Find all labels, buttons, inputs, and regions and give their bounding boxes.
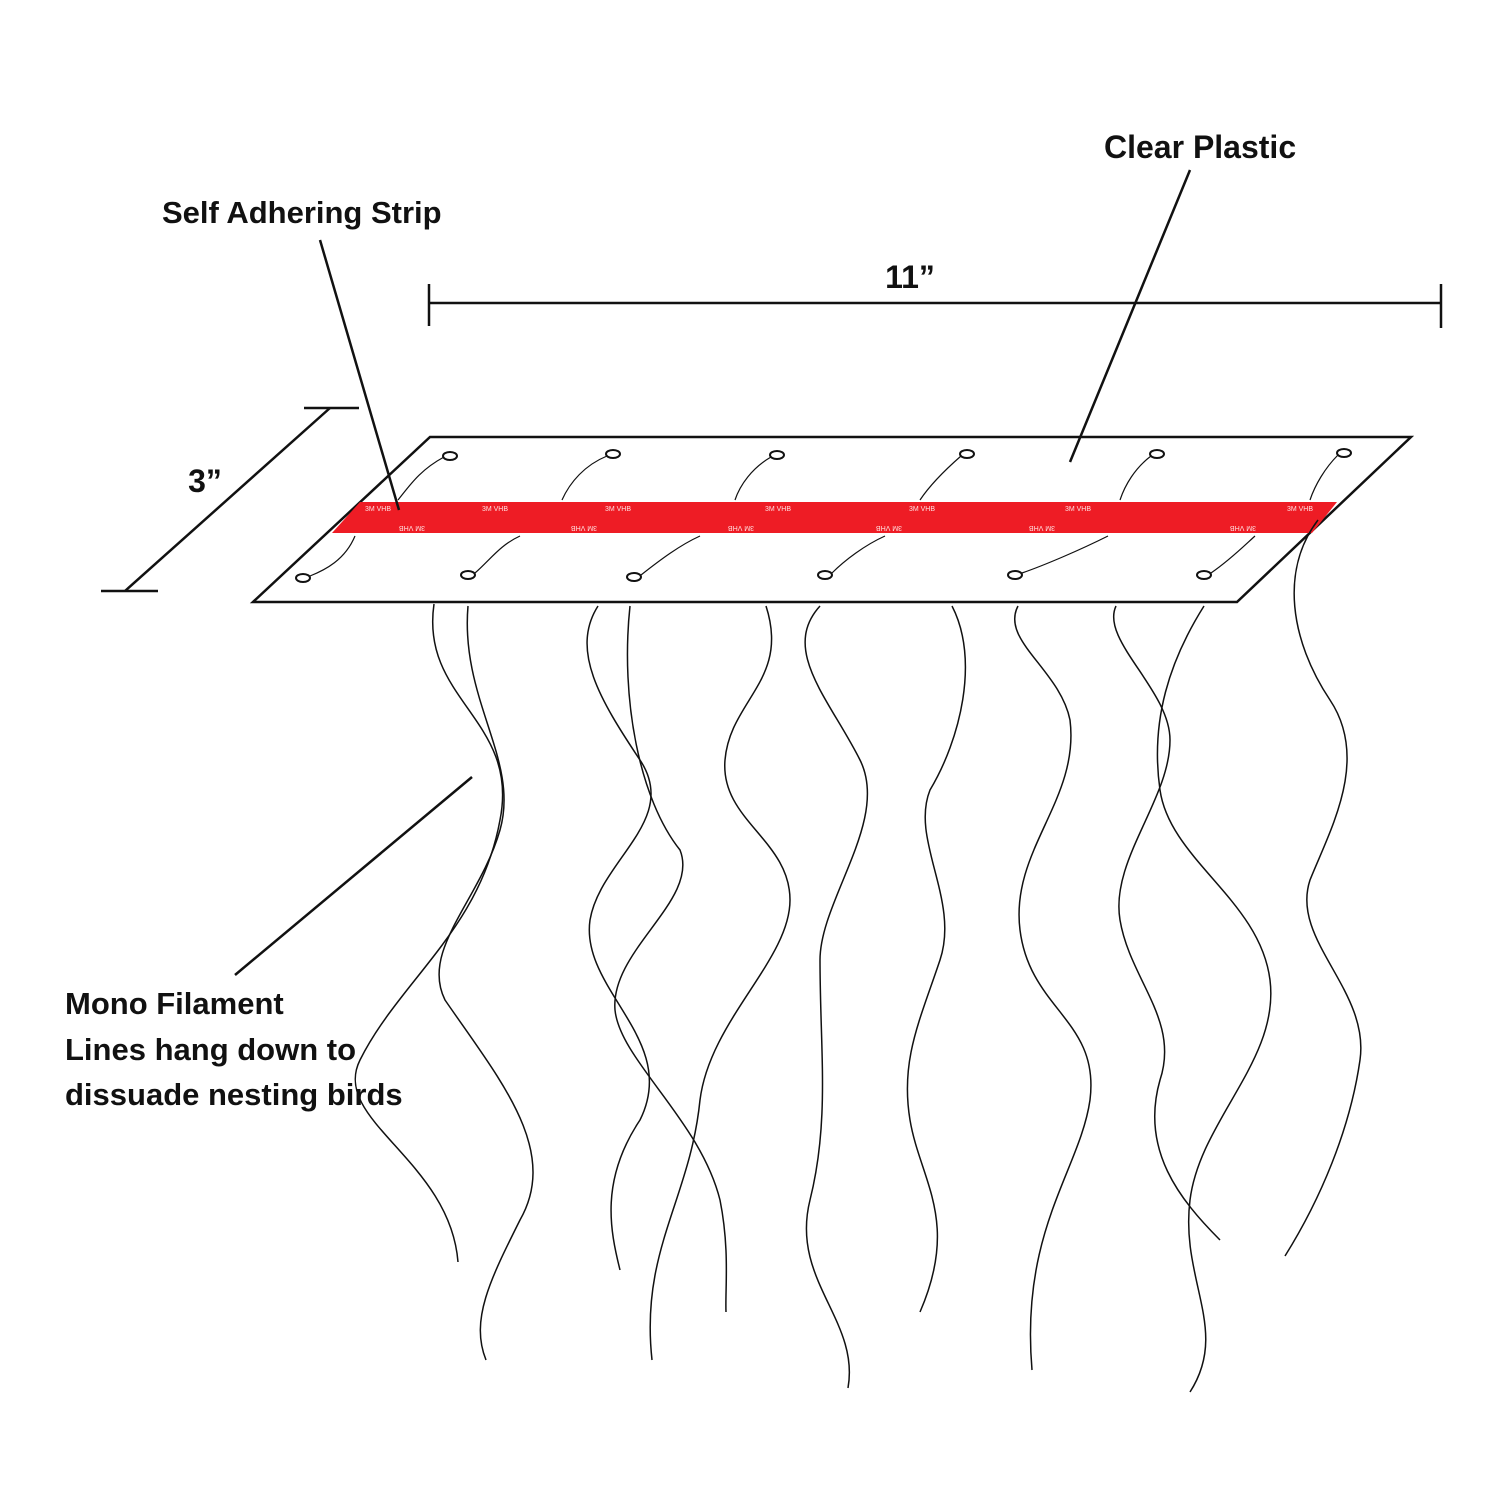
filament-line [649,605,791,1361]
grommet-hole [959,449,975,459]
mono-filament-lines [354,519,1362,1393]
mono-filament-leader [234,776,473,976]
width-dimension-label: 11” [885,259,935,295]
grommet-hole [605,449,621,459]
tape-print-text: 3M VHB [1065,506,1091,513]
filament-line [1284,519,1362,1257]
tape-print-text-mirrored: 3M VHB [1230,524,1256,531]
tape-print-text-mirrored: 3M VHB [571,524,597,531]
filament-tail [309,535,356,577]
grommet-hole [1149,449,1165,459]
grommet-hole [1196,570,1212,580]
tape-print-text: 3M VHB [909,506,935,513]
grommet-hole [1007,570,1023,580]
mono-filament-label-line-1: Mono Filament [65,986,284,1021]
filament-tail [831,535,886,574]
tape-print-text-mirrored: 3M VHB [1029,524,1055,531]
mono-filament-label-line-2: Lines hang down to [65,1032,356,1067]
depth-dimension-line [124,407,331,592]
tape-print-text: 3M VHB [605,506,631,513]
filament-line [1014,605,1092,1371]
filament-tail [474,535,521,574]
filament-tail [1210,535,1256,574]
mono-filament-label: Mono Filament Lines hang down to dissuad… [65,986,403,1112]
tape-print-text-mirrored: 3M VHB [728,524,754,531]
mono-filament-label-line-3: dissuade nesting birds [65,1077,403,1112]
tape-print-group: 3M VHB 3M VHB 3M VHB 3M VHB 3M VHB 3M VHB 3M V… [365,506,1313,531]
depth-dimension-label: 3” [188,463,222,499]
clear-plastic-leader [1068,169,1192,463]
filament-tail [734,456,772,501]
filament-tail [561,455,608,501]
filament-tail [640,535,701,576]
tape-print-text: 3M VHB [482,506,508,513]
filament-tail [1021,535,1109,574]
clear-plastic-label: Clear Plastic [1104,129,1296,165]
filament-line [1113,605,1221,1241]
filament-tail [397,456,445,501]
self-adhering-strip-leader [318,239,401,511]
filament-line [586,605,652,1271]
filament-tail [919,455,962,501]
filament-line [804,605,869,1389]
tape-print-text-mirrored: 3M VHB [399,524,425,531]
grommet-hole [817,570,833,580]
clear-plastic-sheet [249,435,1415,604]
grommet-hole [295,573,311,583]
filament-line [1156,605,1272,1393]
grommet-hole [460,570,476,580]
grommet-hole [769,450,785,460]
filament-line [906,605,967,1313]
tape-print-text: 3M VHB [1287,506,1313,513]
grommet-row-bottom [295,570,1212,583]
grommet-hole [442,451,458,461]
filament-line [354,603,504,1263]
tape-print-text-mirrored: 3M VHB [876,524,902,531]
grommet-hole [1336,448,1352,458]
self-adhering-strip [332,502,1337,533]
filament-line [614,605,728,1313]
filament-line [438,605,534,1361]
grommet-hole [626,572,642,582]
grommet-row-top [442,448,1352,461]
width-dimension [427,284,1443,328]
tape-print-text: 3M VHB [765,506,791,513]
self-adhering-strip-label: Self Adhering Strip [162,195,442,230]
filament-tails-on-sheet [309,454,1339,577]
tape-print-text: 3M VHB [365,506,391,513]
filament-tail [1309,454,1339,501]
depth-dimension [101,406,359,593]
filament-tail [1119,455,1152,501]
